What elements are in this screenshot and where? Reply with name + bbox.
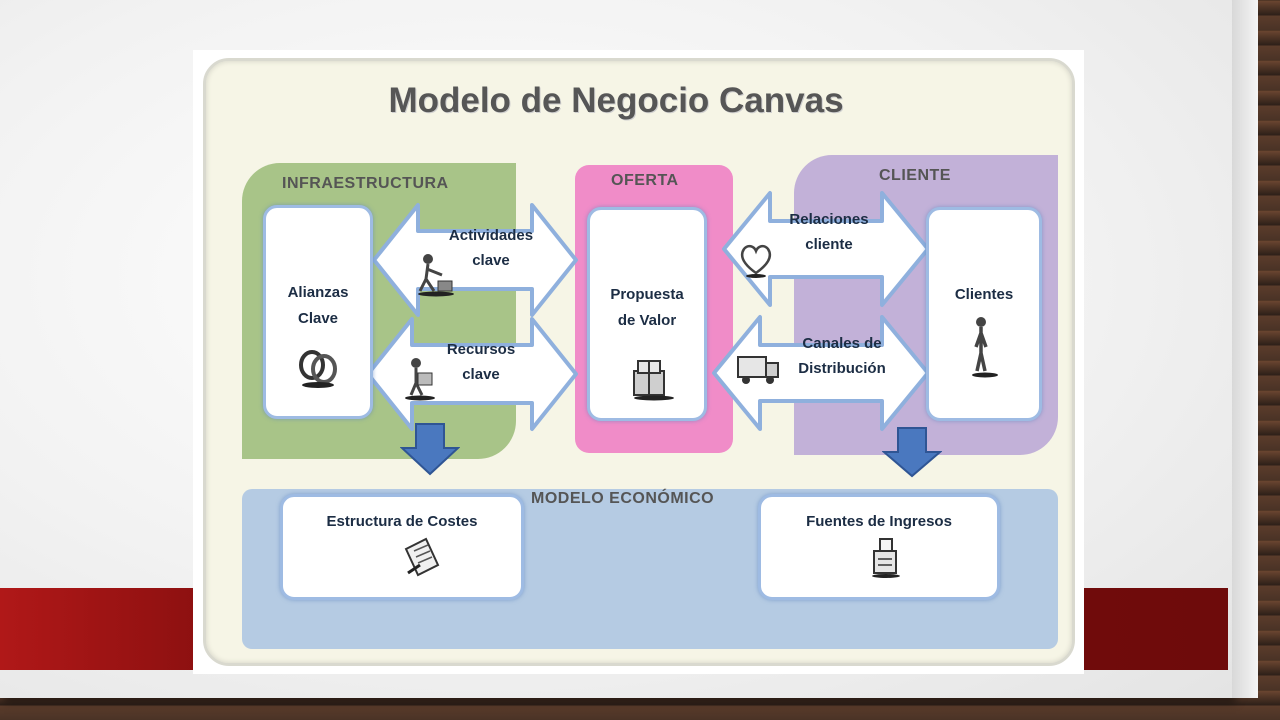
arrow-recursos <box>366 317 578 431</box>
cash-register-icon <box>872 538 900 578</box>
block-alianzas-clave: Alianzas Clave <box>263 205 373 419</box>
zone-label-cliente: CLIENTE <box>879 167 951 184</box>
label-recursos: Recursos clave <box>446 341 516 383</box>
block-alianzas-label: Alianzas Clave <box>287 284 349 327</box>
block-costes-label: Estructura de Costes <box>326 513 478 530</box>
zone-label-oferta: OFERTA <box>611 172 679 189</box>
label-relaciones: Relaciones cliente <box>789 211 869 253</box>
arrow-actividades <box>372 203 578 317</box>
block-clientes: Clientes <box>926 207 1042 421</box>
delivery-truck-icon <box>737 356 779 384</box>
person-standing-icon <box>972 317 998 378</box>
zone-label-infraestructura: INFRAESTRUCTURA <box>282 175 449 192</box>
slide-edge <box>1232 0 1258 698</box>
down-arrow-right <box>882 427 942 478</box>
block-propuesta-label: Propuesta de Valor <box>610 286 684 329</box>
diagram-title: Modelo de Negocio Canvas <box>388 81 844 120</box>
chain-links-icon <box>299 350 337 388</box>
label-canales: Canales de Distribución <box>798 335 886 377</box>
block-propuesta-valor: Propuesta de Valor <box>587 207 707 421</box>
down-arrow-left <box>400 423 460 476</box>
diagram-frame: Modelo de Negocio Canvas INFRAESTRUCTURA… <box>203 58 1075 666</box>
block-estructura-costes: Estructura de Costes <box>280 494 524 600</box>
block-ingresos-label: Fuentes de Ingresos <box>806 513 952 530</box>
heart-icon <box>740 244 772 278</box>
label-actividades: Actividades clave <box>448 227 534 269</box>
block-clientes-label: Clientes <box>954 286 1014 303</box>
zone-label-modelo-economico: MODELO ECONÓMICO <box>531 490 715 507</box>
person-with-box-icon <box>405 358 435 401</box>
document-pen-icon <box>404 537 440 577</box>
canvas-image: Modelo de Negocio Canvas INFRAESTRUCTURA… <box>193 50 1084 674</box>
person-working-icon <box>418 254 454 297</box>
gift-package-icon <box>633 360 674 401</box>
